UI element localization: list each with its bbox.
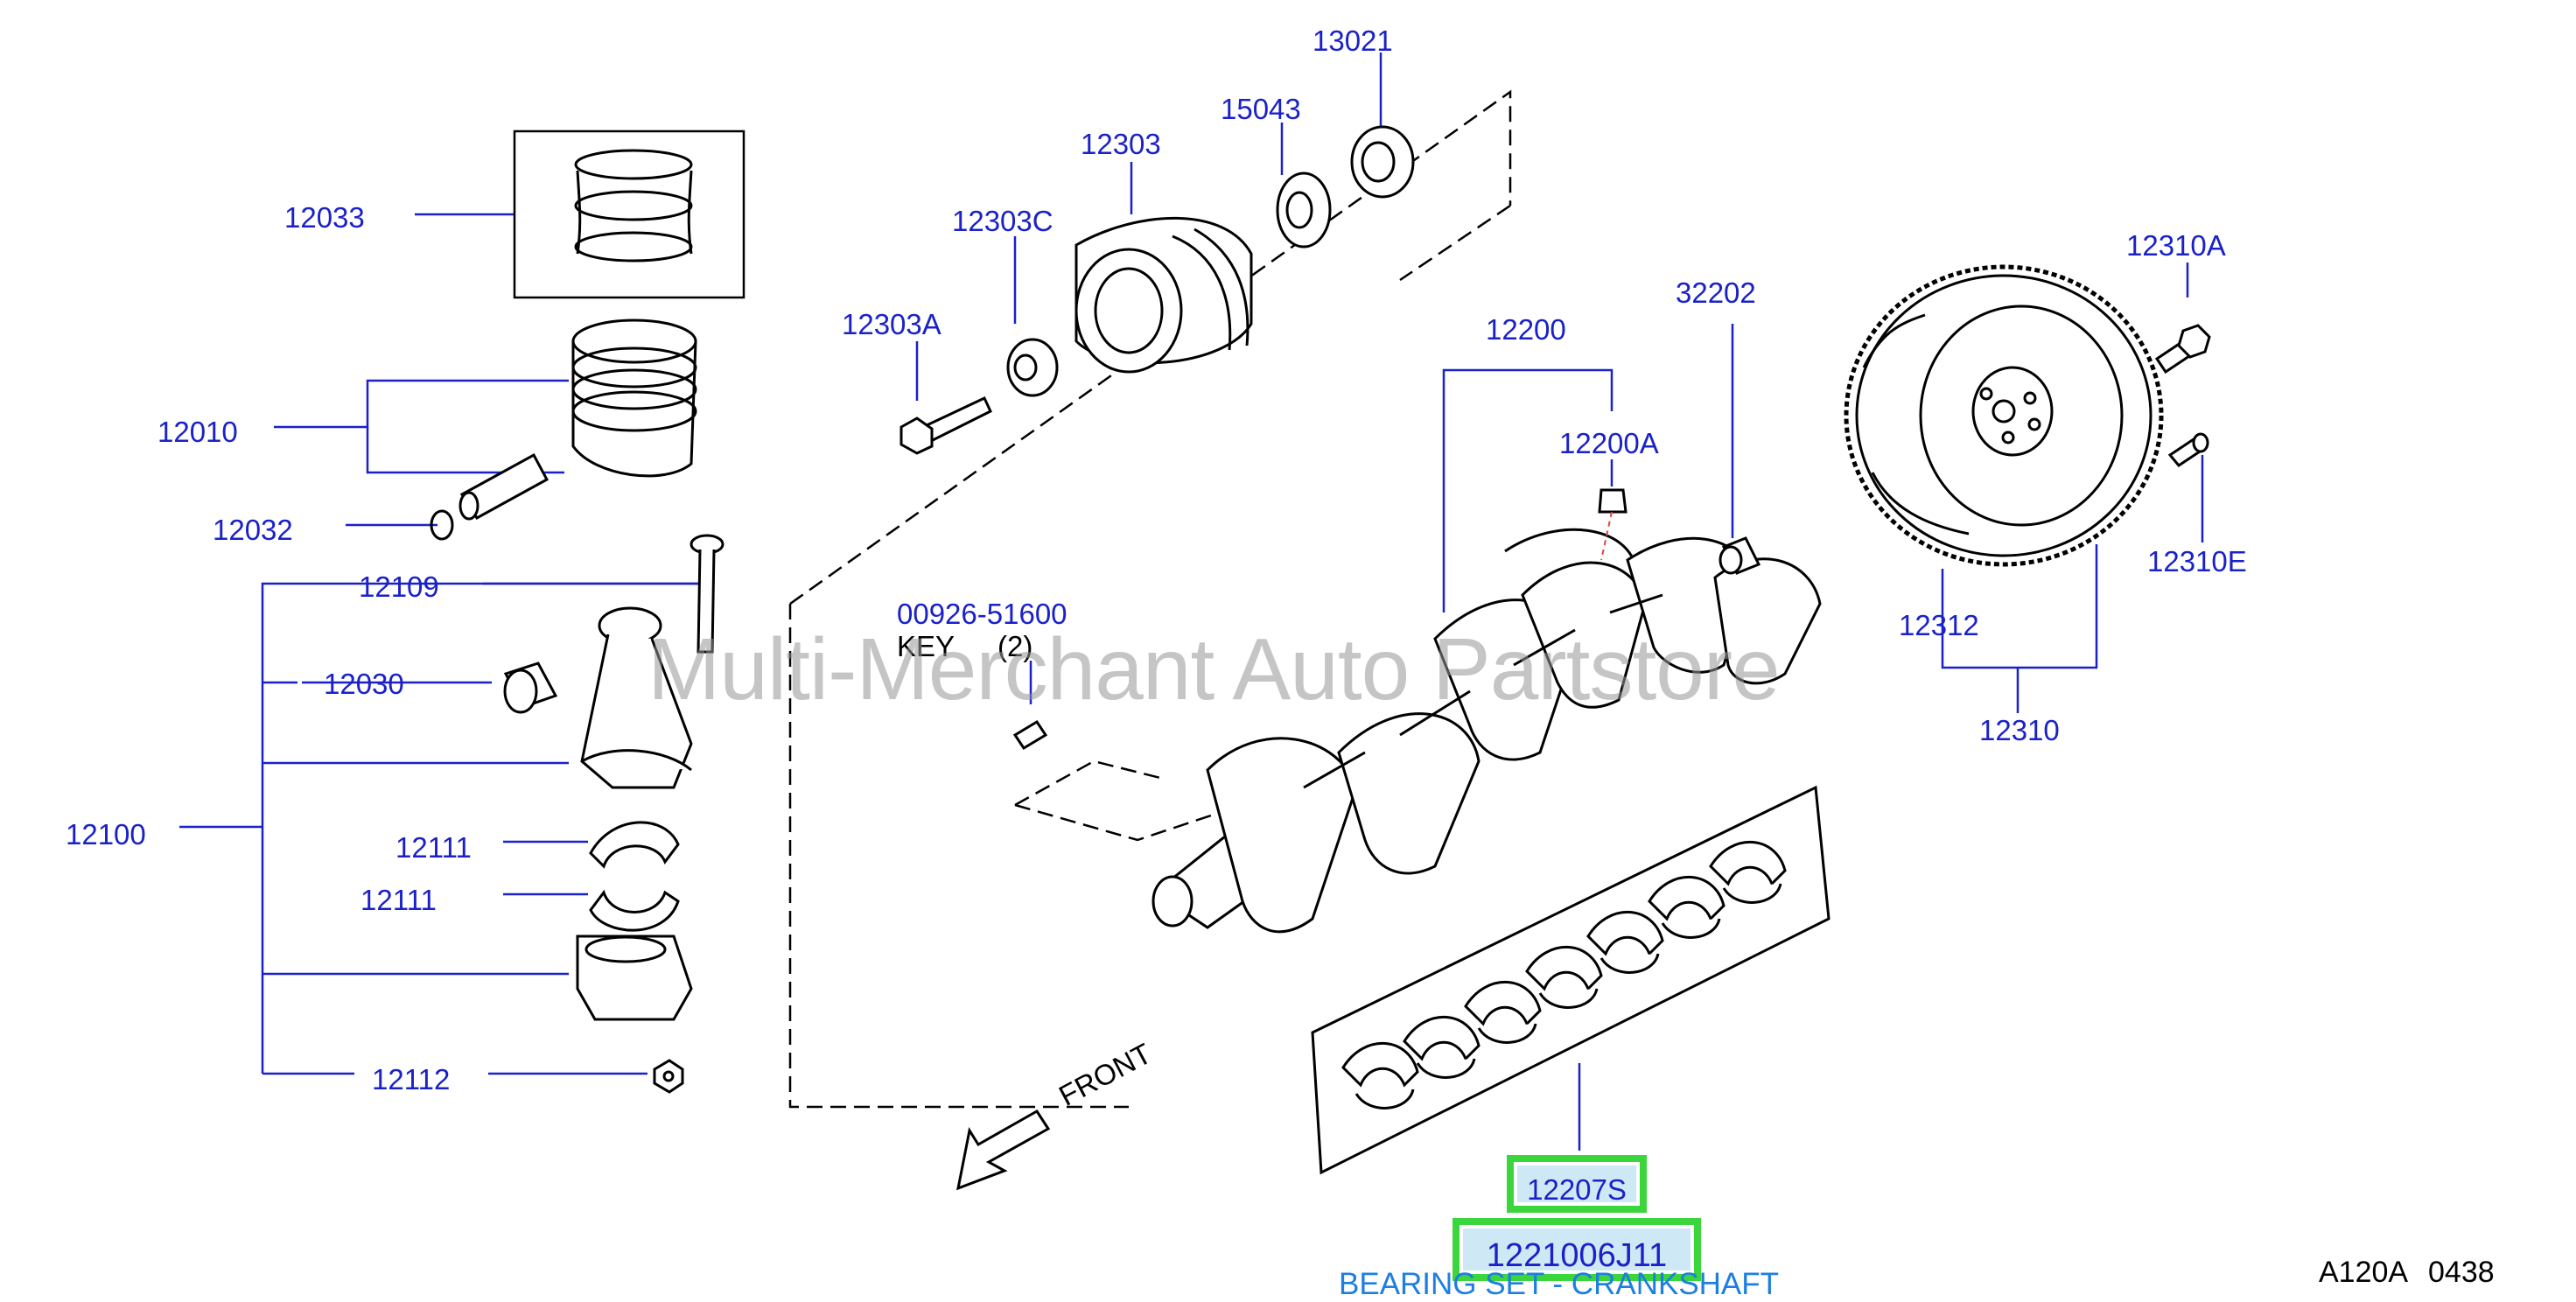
front-arrow-icon	[956, 1109, 1051, 1191]
part-12207s[interactable]: 12207S	[1527, 1173, 1627, 1206]
bushing	[503, 662, 558, 714]
flywheel-dowel	[2167, 432, 2209, 467]
dashed-outline	[788, 89, 1512, 1109]
part-12310a[interactable]: 12310A	[2126, 229, 2226, 262]
key-quantity: (2)	[998, 630, 1033, 662]
part-12312[interactable]: 12312	[1899, 609, 1979, 641]
woodruff-key	[1012, 719, 1048, 751]
part-12310[interactable]: 12310	[1979, 714, 2060, 746]
part-13021[interactable]: 13021	[1312, 24, 1393, 57]
part-12303a[interactable]: 12303A	[842, 308, 942, 340]
part-description: BEARING SET - CRANKSHAFT	[1339, 1267, 1780, 1301]
highlight-fill	[1517, 1166, 1636, 1202]
snap-ring	[430, 509, 454, 541]
rod-nut	[653, 1059, 684, 1094]
crank-plug	[1598, 488, 1628, 514]
part-number-highlight[interactable]: 1221006J11	[1452, 1218, 1701, 1281]
watermark: Multi-Merchant Auto Partstore	[648, 620, 1781, 718]
part-12030[interactable]: 12030	[324, 668, 404, 700]
part-12310e[interactable]: 12310E	[2147, 545, 2247, 578]
part-12032[interactable]: 12032	[213, 514, 293, 546]
part-12303c[interactable]: 12303C	[952, 205, 1054, 237]
part-12303[interactable]: 12303	[1081, 128, 1161, 160]
piston-rings	[574, 149, 693, 262]
part-number[interactable]: 1221006J11	[1486, 1237, 1668, 1274]
main-bearing-shells	[1341, 841, 1787, 1110]
flywheel-bolt	[2154, 324, 2211, 374]
rod-bolt	[690, 534, 724, 654]
part-15043[interactable]: 15043	[1221, 93, 1301, 125]
timing-parts	[1276, 125, 1415, 248]
part-12109[interactable]: 12109	[359, 570, 439, 603]
part-12200a[interactable]: 12200A	[1559, 427, 1659, 459]
diagram-number: 0438	[2428, 1256, 2495, 1289]
crankshaft	[1152, 528, 1822, 934]
part-12033[interactable]: 12033	[284, 201, 365, 234]
highlight-fill-2	[1463, 1228, 1690, 1270]
piston	[571, 318, 697, 478]
crank-pulley	[1074, 216, 1253, 374]
part-12200[interactable]: 12200	[1486, 313, 1566, 346]
rod-bearings	[589, 821, 680, 932]
plug-dash	[1600, 511, 1613, 561]
pulley-washer	[1006, 338, 1059, 397]
part-12207s-highlight[interactable]: 12207S	[1507, 1155, 1647, 1213]
diagram-code: A120A	[2319, 1256, 2409, 1289]
part-12100[interactable]: 12100	[66, 818, 146, 850]
rod-cap	[576, 934, 693, 1021]
part-00926-51600[interactable]: 00926-51600	[897, 598, 1068, 630]
key-label: KEY	[897, 630, 956, 662]
connecting-rod	[580, 606, 693, 789]
part-32202[interactable]: 32202	[1676, 276, 1756, 309]
piston-pin	[458, 452, 550, 521]
pilot-bushing	[1718, 536, 1761, 575]
piston-rings-box	[513, 130, 746, 299]
flywheel	[1844, 264, 2164, 567]
part-12111-upper[interactable]: 12111	[396, 831, 472, 864]
pulley-bolt	[900, 396, 992, 455]
part-12010[interactable]: 12010	[158, 416, 238, 448]
part-12112[interactable]: 12112	[372, 1063, 451, 1096]
part-12111-lower[interactable]: 12111	[360, 884, 437, 916]
leader-lines	[179, 52, 2204, 1151]
